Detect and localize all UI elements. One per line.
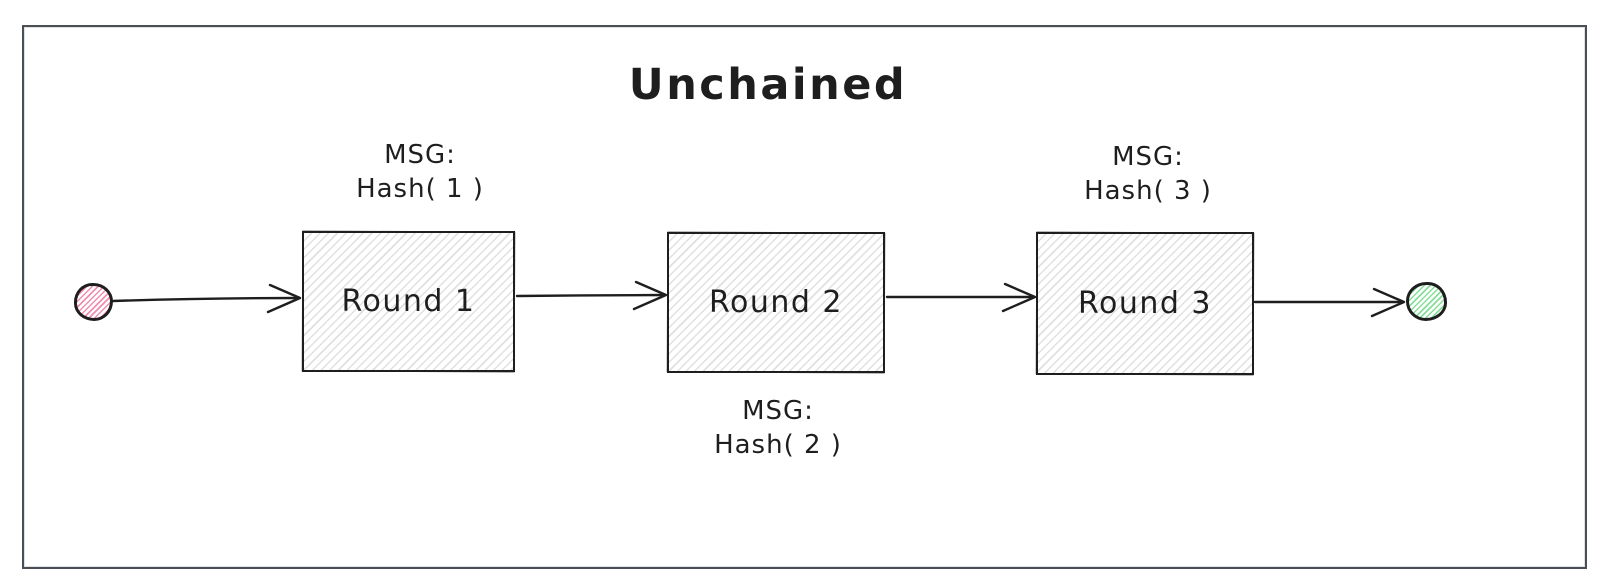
end-terminal-node [1406, 282, 1447, 321]
annotation-round-3-line1: MSG: [1112, 142, 1184, 172]
annotation-round-1-line2: Hash( 1 ) [356, 174, 484, 204]
annotation-round-3-line2: Hash( 3 ) [1084, 176, 1212, 206]
annotation-round-2-line1: MSG: [742, 396, 814, 426]
node-round-1: Round 1 [302, 231, 515, 372]
node-round-3: Round 3 [1036, 232, 1254, 375]
node-round-3-label: Round 3 [1077, 286, 1213, 321]
annotation-round-3: MSG: Hash( 3 ) [1084, 140, 1212, 208]
start-terminal-node [74, 283, 113, 321]
node-round-2: Round 2 [667, 232, 885, 373]
node-round-2-label: Round 2 [708, 285, 844, 320]
node-round-1-label: Round 1 [341, 284, 476, 319]
annotation-round-2: MSG: Hash( 2 ) [714, 394, 842, 462]
annotation-round-1: MSG: Hash( 1 ) [356, 138, 484, 206]
annotation-round-1-line1: MSG: [384, 140, 456, 170]
diagram-title: Unchained [628, 60, 908, 110]
annotation-round-2-line2: Hash( 2 ) [714, 430, 842, 460]
diagram-frame [22, 25, 1587, 569]
